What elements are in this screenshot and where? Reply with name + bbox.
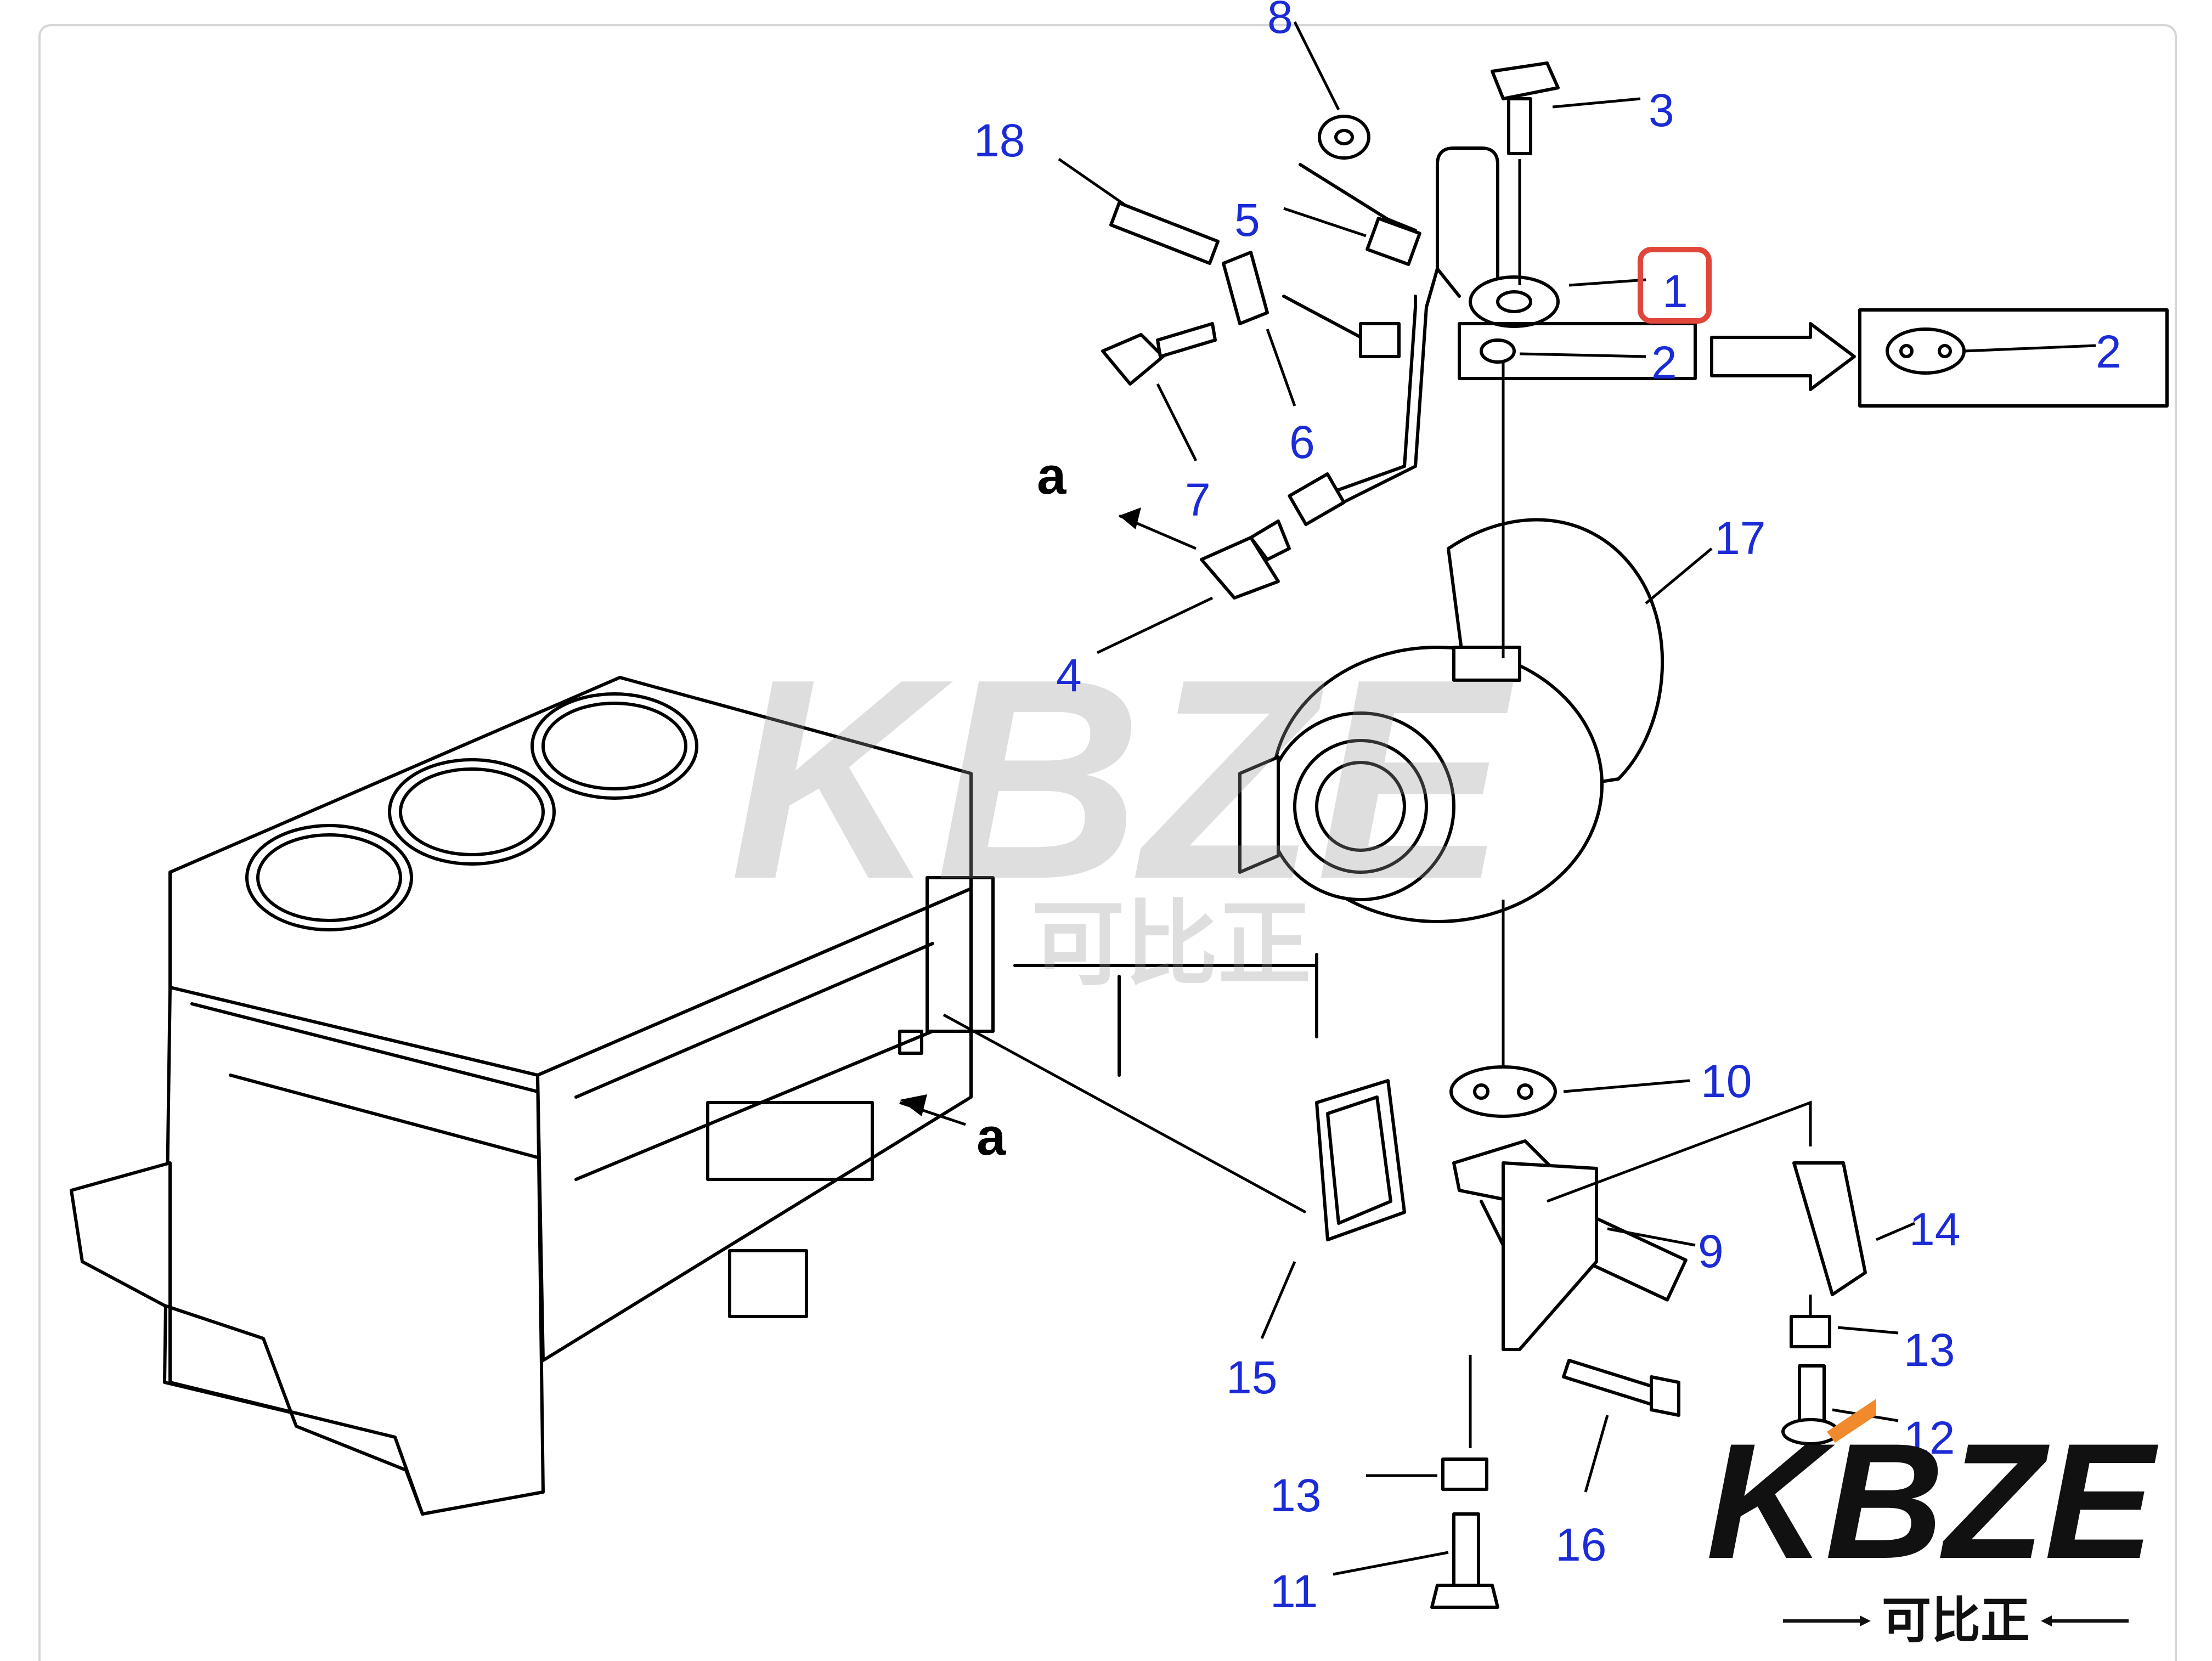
kbze-logo: KBZE 可比正 [1706, 1399, 2160, 1649]
callout-5: 5 [1234, 194, 1260, 246]
elbow-fitting-4 [1096, 507, 1291, 654]
callout-13-bottom: 13 [1270, 1470, 1321, 1521]
callout-16: 16 [1555, 1519, 1606, 1570]
logo-subtitle: 可比正 [1882, 1592, 2030, 1649]
callout-3: 3 [1649, 84, 1674, 136]
watermark: KBZE 可比正 [730, 620, 1516, 999]
watermark-brand: KBZE [730, 620, 1516, 939]
reference-a-top: a [1037, 447, 1066, 505]
bolt-7 [1101, 322, 1217, 462]
watermark-subtitle: 可比正 [1031, 890, 1311, 999]
callout-10: 10 [1701, 1055, 1752, 1107]
engine-block [70, 676, 1318, 1516]
callout-labels: 1 2 2 3 4 5 6 7 8 9 10 11 12 13 13 14 15… [974, 0, 2121, 1617]
callout-1: 1 [1662, 265, 1688, 317]
bracket-parts [1781, 1161, 1915, 1445]
bolt-3 [1491, 61, 1641, 285]
gasket-detail-box [1458, 308, 2169, 408]
drain-parts [1449, 362, 1812, 1448]
logo-brand: KBZE [1706, 1409, 2160, 1593]
callout-18: 18 [974, 115, 1025, 166]
callout-7: 7 [1185, 474, 1211, 526]
bolt-16 [1562, 1359, 1680, 1493]
callout-2: 2 [1651, 337, 1677, 388]
callout-14: 14 [1909, 1204, 1960, 1255]
callout-2-detail: 2 [2096, 326, 2121, 377]
callout-4: 4 [1056, 649, 1082, 701]
callout-6: 6 [1289, 416, 1315, 468]
callout-12: 12 [1904, 1412, 1955, 1464]
reference-a-bottom-arrow [899, 1094, 966, 1126]
leader-17 [1645, 547, 1713, 604]
reference-labels: a a [977, 447, 1066, 1166]
callout-15: 15 [1226, 1352, 1277, 1403]
logo-accent-mark [1827, 1399, 1876, 1443]
pin-18 [1058, 157, 1220, 265]
callout-11: 11 [1270, 1566, 1318, 1617]
clamp-parts [1222, 21, 1421, 406]
callout-9: 9 [1698, 1225, 1724, 1277]
callout-13-right: 13 [1904, 1324, 1955, 1376]
bottom-fasteners [1333, 1457, 1499, 1609]
reference-a-bottom: a [977, 1108, 1006, 1166]
callout-17: 17 [1714, 512, 1765, 564]
callout-8: 8 [1267, 0, 1293, 43]
oil-supply-pipe [1288, 146, 1560, 526]
gasket-15 [943, 1013, 1406, 1339]
leader-1 [1568, 278, 1646, 287]
highlight-box-part-1 [1638, 247, 1712, 324]
